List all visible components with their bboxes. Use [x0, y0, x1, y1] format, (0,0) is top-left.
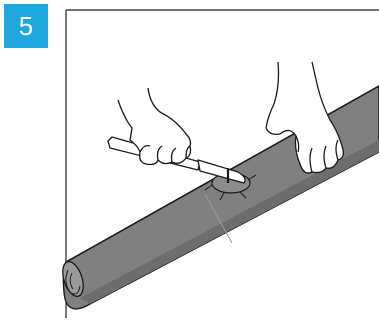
rolled-membrane-icon [59, 86, 379, 309]
